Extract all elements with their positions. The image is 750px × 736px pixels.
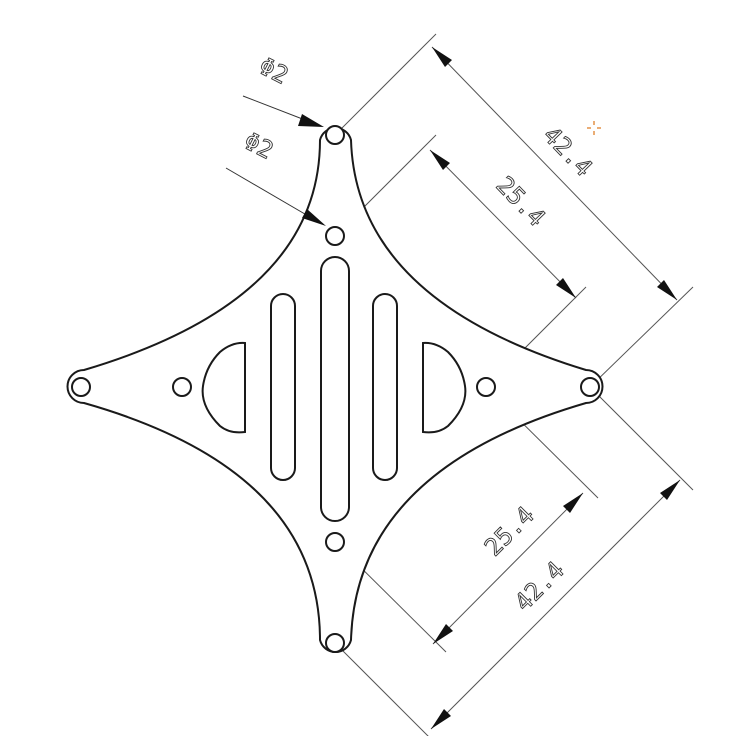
hole-right-inner [476,377,496,397]
hole-top-outer [325,125,345,145]
hole-right-outer [580,377,600,397]
dimension-lines [429,46,681,730]
dim-label-outer-spacing-lower: 42.4 [509,556,570,617]
dim-label-hole-diameter-outer: Φ2 [254,52,292,90]
dim-line-inner-lower [432,492,584,645]
hole-bottom-inner [325,532,345,552]
hole-bottom-outer [325,633,345,653]
dim-label-hole-diameter-inner: Φ2 [239,127,277,165]
right-half-moon-cutout [422,341,467,434]
cutouts [201,256,467,522]
center-slot [320,256,350,522]
left-half-moon-cutout [201,341,246,434]
dim-line-inner-upper [429,149,577,299]
hole-top-inner [325,226,345,246]
diameter-leaders [225,95,326,226]
dim-label-outer-spacing-upper: 42.4 [538,121,598,182]
mounting-holes [71,125,600,653]
snap-marker-icon [587,121,601,135]
dimension-arrowheads [430,47,680,729]
hole-left-inner [172,377,192,397]
dim-line-outer-upper [431,46,678,301]
hole-left-outer [71,377,91,397]
dim-label-inner-spacing-upper: 25.4 [491,171,551,232]
right-slot [372,293,398,481]
dim-line-outer-lower [430,479,681,730]
dim-label-inner-spacing-lower: 25.4 [479,501,540,562]
left-slot [270,293,296,481]
